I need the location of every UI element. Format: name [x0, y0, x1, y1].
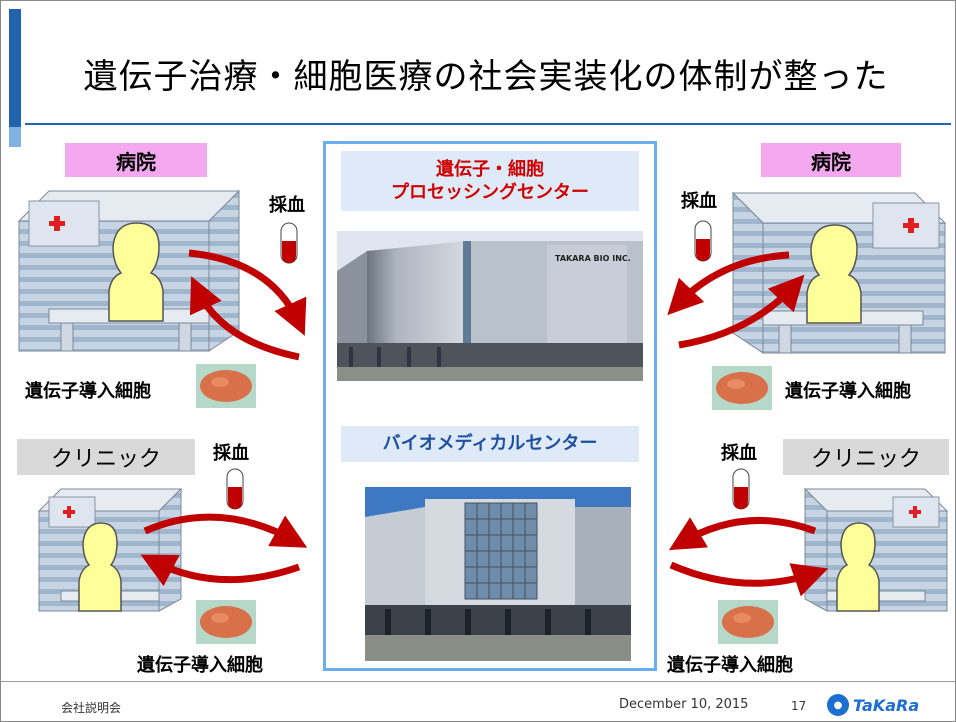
- logo-wordmark: TaKaRa: [853, 695, 920, 715]
- slide-title: 遺伝子治療・細胞医療の社会実装化の体制が整った: [83, 57, 889, 97]
- transduced-cells-label-lt: 遺伝子導入細胞: [25, 381, 151, 402]
- flow-arrows-right-bottom: [668, 516, 829, 597]
- processing-center-photo: TAKARA BIO INC.: [337, 231, 643, 381]
- processing-center-heading: 遺伝子・細胞 プロセッシングセンター: [341, 151, 639, 211]
- flow-arrows-right-top: [667, 251, 805, 349]
- clinic-building-right: [803, 487, 949, 612]
- title-accent-bar: [9, 9, 21, 127]
- flow-arrows-left-top: [188, 249, 307, 361]
- company-logo: ● TaKaRa: [827, 693, 937, 717]
- blood-draw-label-rt: 採血: [681, 191, 717, 212]
- hospital-label-right: 病院: [761, 143, 901, 177]
- title-accent-bar-light: [9, 127, 21, 147]
- hospital-building-left-top: [17, 189, 241, 352]
- blood-draw-label-lt: 採血: [269, 195, 305, 216]
- title-underline: [25, 123, 951, 125]
- patient-silhouette-icon: [806, 224, 862, 324]
- blood-tube-icon: [694, 220, 712, 262]
- footer-event-name: 会社説明会: [61, 701, 122, 715]
- clinic-label-left: クリニック: [17, 439, 195, 475]
- patient-silhouette-icon: [78, 522, 122, 612]
- footer-divider: [1, 681, 956, 682]
- blood-draw-label-rb: 採血: [721, 443, 757, 464]
- patient-silhouette-icon: [108, 222, 164, 322]
- processing-center-line1: 遺伝子・細胞: [436, 158, 544, 180]
- cell-culture-icon: [196, 600, 256, 644]
- blood-tube-icon: [226, 468, 244, 510]
- cell-culture-icon: [718, 600, 778, 644]
- logo-mark-icon: ●: [827, 694, 849, 716]
- transduced-cells-label-rb: 遺伝子導入細胞: [667, 655, 793, 676]
- biomedical-center-photo: [365, 487, 631, 661]
- blood-tube-icon: [280, 222, 298, 264]
- building-sign-text: TAKARA BIO INC.: [555, 254, 631, 263]
- footer-page-number: 17: [791, 699, 807, 713]
- cell-culture-icon: [712, 366, 772, 410]
- hospital-label-left: 病院: [65, 143, 207, 177]
- biomedical-center-heading: バイオメディカルセンター: [341, 426, 639, 462]
- transduced-cells-label-lb: 遺伝子導入細胞: [137, 655, 263, 676]
- patient-silhouette-icon: [836, 522, 880, 612]
- transduced-cells-label-rt: 遺伝子導入細胞: [785, 381, 911, 402]
- flow-arrows-left-bottom: [140, 513, 308, 587]
- clinic-label-right: クリニック: [783, 439, 949, 475]
- blood-draw-label-lb: 採血: [213, 443, 249, 464]
- cell-culture-icon: [196, 364, 256, 408]
- footer-date: December 10, 2015: [619, 697, 749, 712]
- blood-tube-icon: [732, 468, 750, 510]
- processing-center-line2: プロセッシングセンター: [391, 182, 589, 203]
